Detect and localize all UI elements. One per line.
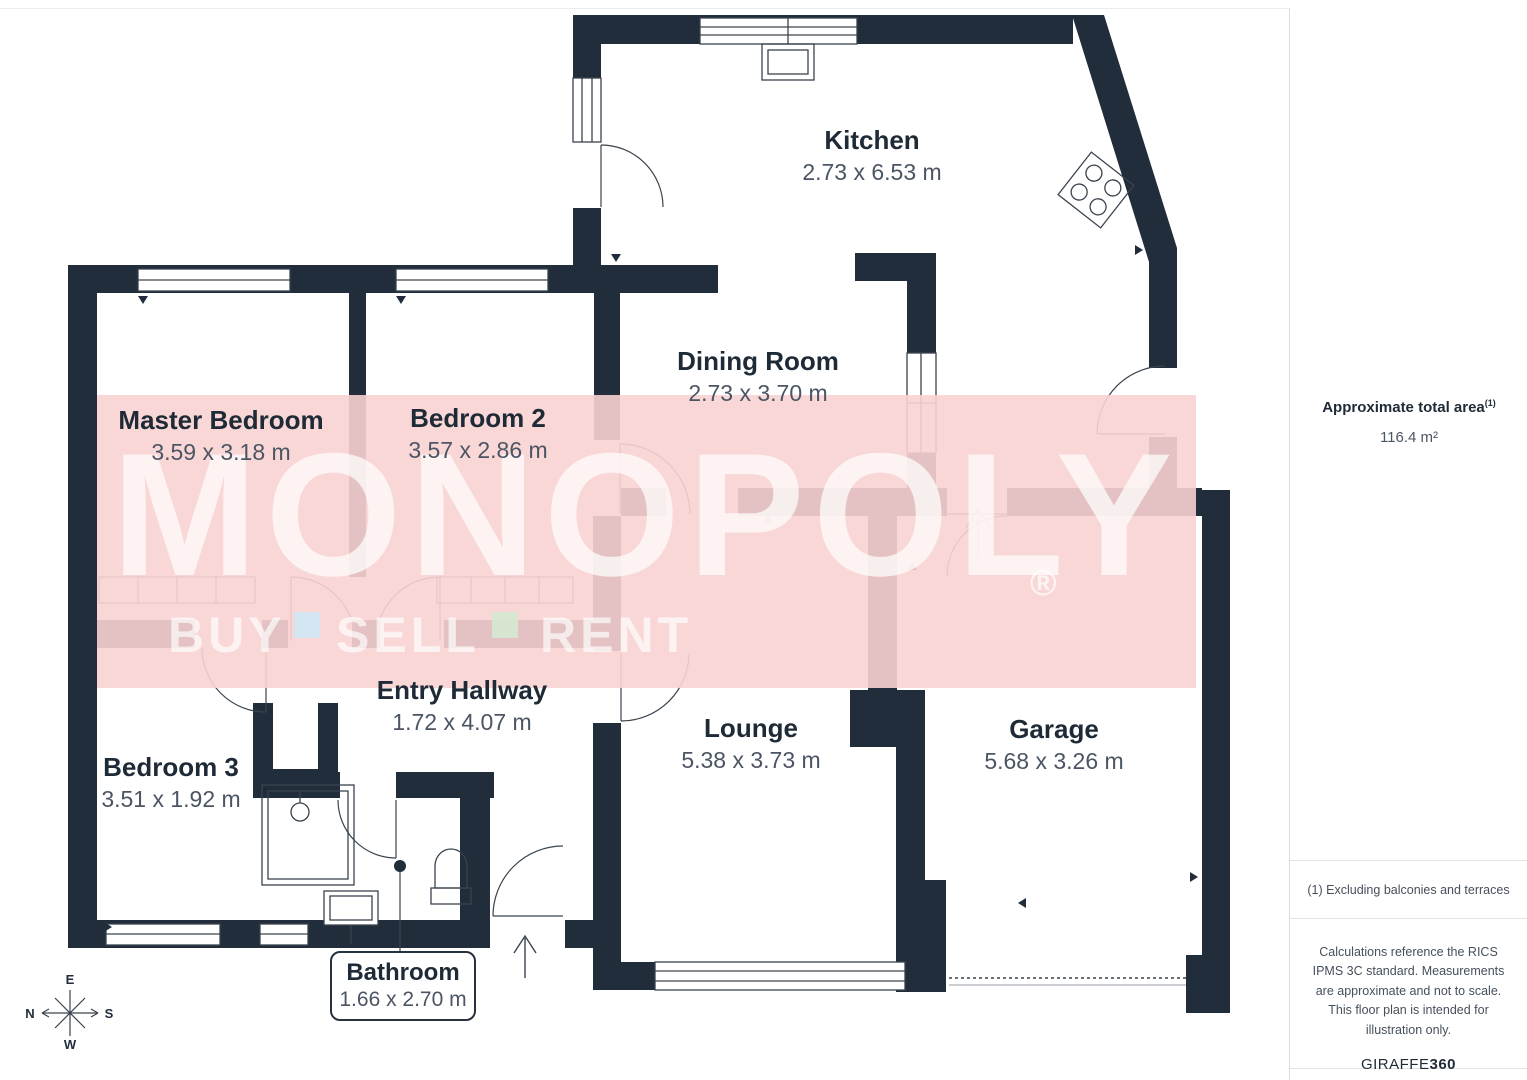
hob-icon <box>1057 151 1135 229</box>
compass-left: N <box>25 1006 34 1021</box>
compass-right: S <box>105 1006 114 1021</box>
room-dimensions: 1.66 x 2.70 m <box>339 988 467 1012</box>
door-arc <box>600 144 664 208</box>
window <box>572 77 602 143</box>
door-arc <box>337 799 397 859</box>
window <box>699 17 858 45</box>
room-name: Garage <box>1009 714 1099 744</box>
page-top-border <box>0 8 1527 9</box>
footnote-row: (1) Excluding balconies and terraces <box>1290 860 1527 919</box>
kitchen-sink-icon <box>761 18 815 81</box>
window <box>654 961 906 991</box>
giraffe360-logo: GIRAFFE360 <box>1290 1056 1527 1073</box>
room-dimensions: 1.72 x 4.07 m <box>392 708 532 735</box>
total-area-footnote-marker: (1) <box>1484 398 1496 408</box>
window <box>259 923 309 946</box>
room-dimensions: 2.73 x 3.70 m <box>688 379 828 406</box>
room-name: Master Bedroom <box>118 405 324 435</box>
room-name: Kitchen <box>824 125 920 155</box>
watermark-brand: MONOPOLY <box>112 418 1181 613</box>
fixtures-layer <box>261 18 1135 944</box>
tagline-square-green <box>492 612 518 638</box>
compass-bottom: W <box>64 1037 77 1052</box>
compass-icon: E N S W <box>25 972 113 1052</box>
tagline-square-blue <box>294 612 320 638</box>
disclaimer-text: Calculations reference the RICS IPMS 3C … <box>1312 945 1505 1037</box>
room-dimensions: 5.68 x 3.26 m <box>984 747 1124 774</box>
registered-icon: ® <box>1030 562 1057 603</box>
room-label-bedroom-2: Bedroom 2 3.57 x 2.86 m <box>408 403 548 465</box>
window <box>395 268 549 292</box>
brand-prefix: GIRAFFE <box>1360 1055 1430 1073</box>
floorplan: MONOPOLY ® BUY SELL RENT <box>25 15 1230 1052</box>
room-name: Bathroom <box>346 958 460 986</box>
toilet-icon <box>430 848 472 905</box>
room-dimensions: 3.59 x 3.18 m <box>151 438 291 465</box>
total-area-label: Approximate total area(1) <box>1290 398 1527 416</box>
watermark-tagline-sell: SELL <box>336 607 480 663</box>
room-label-bathroom-callout: Bathroom 1.66 x 2.70 m <box>330 951 476 1021</box>
watermark-band <box>97 395 1196 688</box>
footnote-text: (1) Excluding balconies and terraces <box>1307 882 1510 897</box>
info-sidebar: Approximate total area(1) 116.4 m² (1) E… <box>1289 8 1527 1080</box>
floorplan-drawing: MONOPOLY ® BUY SELL RENT <box>25 15 1230 1052</box>
window <box>105 923 221 946</box>
room-name: Bedroom 3 <box>103 752 239 782</box>
callout-leader <box>394 860 406 953</box>
door-arc <box>492 845 564 917</box>
room-name: Bedroom 2 <box>410 403 546 433</box>
room-dimensions: 3.57 x 2.86 m <box>408 436 548 463</box>
room-dimensions: 2.73 x 6.53 m <box>802 158 942 185</box>
watermark-tagline-buy: BUY <box>168 607 286 663</box>
watermark-tagline-rent: RENT <box>540 607 692 663</box>
watermark: MONOPOLY ® BUY SELL RENT <box>97 395 1196 688</box>
total-area-label-text: Approximate total area <box>1322 399 1485 416</box>
room-name: Dining Room <box>677 346 839 376</box>
room-label-garage: Garage 5.68 x 3.26 m <box>984 714 1124 776</box>
window <box>137 268 291 292</box>
room-dimensions: 5.38 x 3.73 m <box>681 746 821 773</box>
compass-top: E <box>66 972 75 987</box>
total-area-value: 116.4 m² <box>1379 429 1439 446</box>
room-label-lounge: Lounge 5.38 x 3.73 m <box>681 713 821 775</box>
total-area-block: Approximate total area(1) 116.4 m² <box>1290 398 1527 446</box>
room-name: Entry Hallway <box>376 675 548 705</box>
garage-door <box>949 977 1186 986</box>
room-label-bedroom-3: Bedroom 3 3.51 x 1.92 m <box>101 752 241 814</box>
room-label-dining-room: Dining Room 2.73 x 3.70 m <box>677 346 839 408</box>
room-label-kitchen: Kitchen 2.73 x 6.53 m <box>802 125 942 187</box>
disclaimer-block: Calculations reference the RICS IPMS 3C … <box>1290 917 1527 1073</box>
shower-icon <box>261 784 355 886</box>
brand-suffix: 360 <box>1429 1055 1457 1073</box>
entrance-arrow <box>513 934 537 978</box>
room-dimensions: 3.51 x 1.92 m <box>101 785 241 812</box>
room-name: Lounge <box>704 713 798 743</box>
room-label-master-bedroom: Master Bedroom 3.59 x 3.18 m <box>118 405 324 467</box>
bathroom-sink-icon <box>323 890 379 944</box>
room-label-entry-hallway: Entry Hallway 1.72 x 4.07 m <box>376 675 548 737</box>
